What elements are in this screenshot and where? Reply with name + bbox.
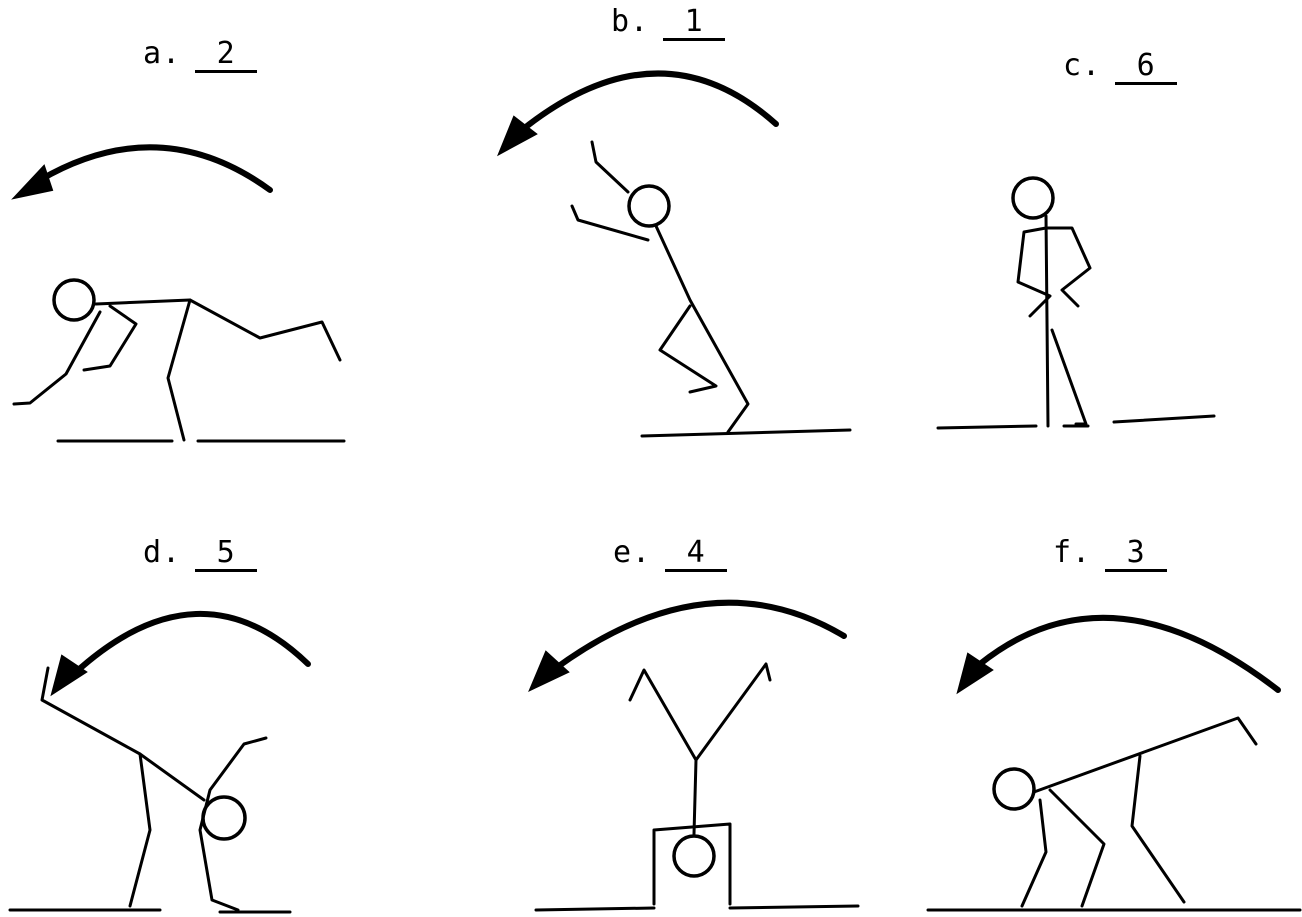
panel-e-figure [536,664,858,910]
panel-e-rotation-arrow [530,603,844,690]
panel-a-arm-1 [14,312,100,404]
panel-f-torso-leg [1034,718,1256,792]
panel-c-arm-2 [1048,228,1090,306]
panel-f-leg-2 [1132,756,1184,902]
panel-b-figure [572,142,850,436]
panel-d-head [203,797,245,839]
panel-b-leg-2 [660,306,716,392]
panel-d-arm [200,738,266,910]
panel-c-leg [1052,330,1086,424]
panel-a-figure [14,280,344,441]
panel-f-head [994,769,1034,809]
panel-f-arm-1 [1050,790,1104,906]
panel-f-arm-2 [1022,800,1046,906]
panel-b-head [629,186,669,226]
panel-b-arm-1 [592,142,628,192]
panel-d-figure [10,668,290,912]
panel-c-head [1013,178,1053,218]
panel-d-leg-2 [130,754,150,906]
panel-b-ground [642,430,850,436]
panel-a-head [54,280,94,320]
panel-b-body-leg [656,226,748,432]
panel-c-figure [938,178,1214,428]
panel-c-body [1046,216,1048,426]
panel-e-ground-1 [536,908,654,910]
panel-b-rotation-arrow [499,73,776,154]
panel-f-figure [928,718,1300,910]
panel-e-ground-2 [730,906,858,908]
panel-c-ground-3 [1114,416,1214,422]
panel-d-leg-1 [42,668,204,800]
panel-e-body [694,760,696,834]
panel-a-arm-2 [84,306,136,370]
panel-a-rotation-arrow [14,147,270,198]
panel-d-rotation-arrow [52,614,308,694]
panel-e-legs [630,664,770,760]
panel-a-leg [168,300,190,440]
panel-c-ground-1 [938,426,1036,428]
panel-f-rotation-arrow [958,618,1278,692]
panel-e-head [674,836,714,876]
